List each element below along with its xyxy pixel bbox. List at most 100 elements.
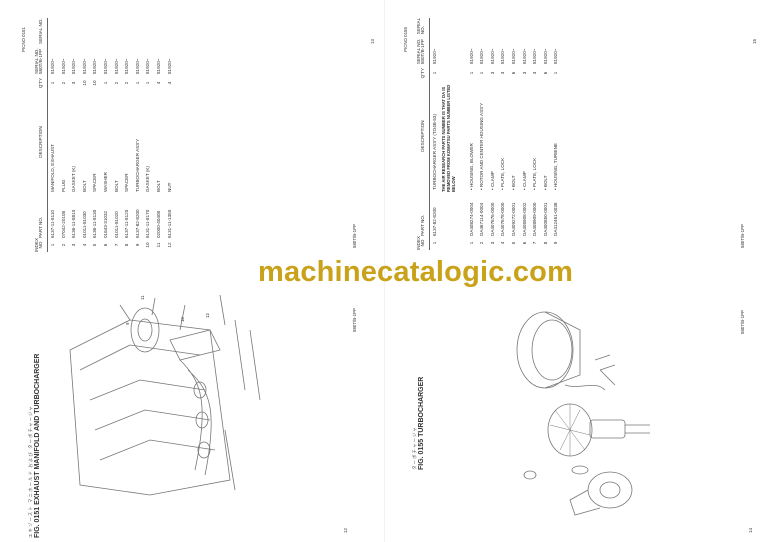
table-row: 1 6137-82-8200 TURBOCHARGER ASS'Y (TO4B-… [430,18,441,250]
header-qty: Q'TY [420,67,426,79]
exhaust-manifold-drawing [69,294,261,496]
row-part-no: DA467114-0004 [479,202,485,236]
row-qty: 10 [81,80,87,86]
row-index: 6 [521,241,527,245]
row-description: • HOUSING, TURBINE [554,143,559,190]
row-serial: 81920~ [134,58,140,74]
row-description: SPACER [125,173,130,192]
table-row: 4 01011-81030 BOLT 10 81920~ [80,18,91,252]
row-serial: 81920~ [532,48,538,64]
row-qty: 1 [134,81,140,85]
row-qty: 1 [145,81,151,85]
watermark: machinecatalogic.com [258,256,574,288]
row-serial: 81920~ [60,58,66,74]
row-qty: 1 [479,71,485,75]
row-description: TURBOCHARGER ASS'Y (TO4B-53) [433,113,437,190]
row-qty: 6 [542,71,548,75]
row-part-no: DA409272-0001 [510,202,516,236]
row-serial: 81920~ [553,48,559,64]
page-number: 13 [370,39,375,44]
row-qty: 2 [113,81,119,85]
row-serial: 81920~ [489,48,495,64]
row-part-no: DA407676-0000 [489,202,495,236]
row-qty: 3 [521,71,527,75]
row-part-no: 01011-81020 [113,211,119,238]
header-part-no: PART NO. [38,216,44,238]
row-serial: 81920~ [113,58,119,74]
header-serial-2: SERIAL NO. [38,18,44,44]
row-description: • PLATE, LOCK [501,157,506,190]
row-index: 5 [510,241,516,245]
row-serial: 81920~ [479,48,485,64]
row-index: 9 [553,241,559,245]
row-serial: 81920~ [500,48,506,64]
row-index: 1 [432,241,437,245]
row-description: • CLAMP [490,171,495,190]
row-serial: 81920~ [92,58,98,74]
row-serial: 81920~ [102,58,108,74]
row-description: NUT [167,182,172,192]
row-index: 5 [92,243,98,247]
header-description: DESCRIPTION [39,126,44,158]
row-index: 2 [479,241,485,245]
footer-model: 580T/B-1PP [740,224,745,248]
row-qty: 1 [50,81,55,85]
row-description: • BOLT [543,175,548,190]
row-qty: 1 [102,81,108,85]
row-description: GASKET (K) [146,166,151,192]
page-number: 15 [752,39,757,44]
row-description: WASHER [103,172,108,192]
row-part-no: 01011-81030 [81,211,87,238]
row-description: TURBOCHARGER ASS'Y [135,138,140,192]
header-qty: Q'TY [38,77,44,89]
row-qty: 2 [124,81,130,85]
row-index: 1 [50,243,55,247]
row-serial: 81920~ [71,58,77,74]
parts-table-0151: INDEX NO PART NO. DESCRIPTION Q'TY SERIA… [28,18,190,252]
row-index: 3 [71,243,77,247]
page-number: 12 [343,528,348,533]
parts-table-0155: INDEX NO PART NO. DESCRIPTION Q'TY SERIA… [410,18,562,250]
row-serial: 81920~ [166,58,172,74]
row-index: 11 [155,242,161,248]
row-qty: 2 [60,81,66,85]
parts-note: THE AIR RESEARCH PARTS NUMBER IS THAT DA… [440,84,457,192]
row-serial: 81920~ [81,58,87,74]
row-index: 4 [500,241,506,245]
footer-model: 580T/B-1PP [352,224,357,248]
row-part-no: 02000-40408 [155,210,161,238]
row-index: 7 [113,243,119,247]
table-row: 10 6131-11-8170 GASKET (K) 1 81920~ [143,18,154,252]
row-index: 4 [81,243,87,247]
row-qty: 3 [500,71,506,75]
row-serial: 81920~ [145,58,151,74]
row-part-no: 6131-11-8170 [145,209,151,238]
header-index: INDEX NO [33,237,44,252]
row-part-no: 6136-11-8130 [92,209,98,238]
row-description: • BOLT [511,175,516,190]
header-description: DESCRIPTION [421,120,426,152]
row-part-no: 01643-31032 [102,210,108,238]
row-description: BOLT [82,180,87,192]
row-description: • CLAMP [522,171,527,190]
pic-number: PICNO 0155 [403,27,408,52]
header-index: INDEX NO [415,235,426,250]
table-header: INDEX NO PART NO. DESCRIPTION Q'TY SERIA… [410,18,430,250]
turbocharger-drawing [516,311,650,516]
row-description: PLUG [61,179,66,192]
row-serial: 81920~ [155,58,161,74]
row-index: 10 [145,242,151,248]
row-part-no: 6136-11-8810 [71,209,77,238]
